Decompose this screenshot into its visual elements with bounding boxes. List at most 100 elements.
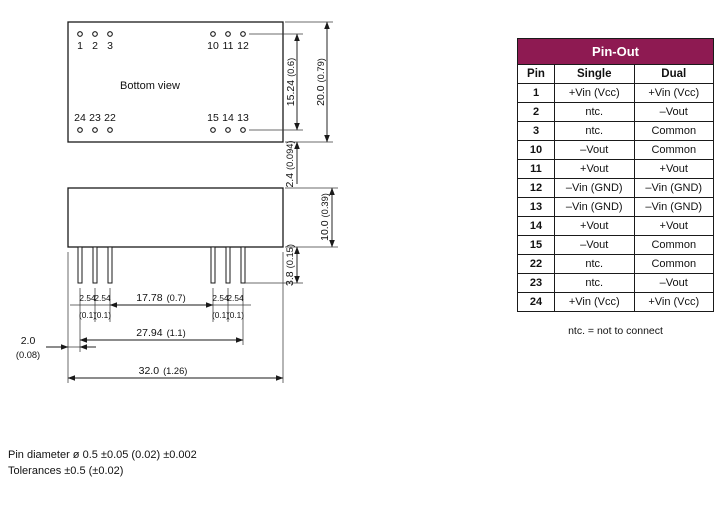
pin-number: 23 [89, 112, 101, 124]
pin-number: 14 [222, 112, 234, 124]
pin-lead [77, 246, 83, 284]
pinout-cell: +Vin (Vcc) [633, 83, 714, 103]
dim-in: (1.1) [167, 328, 186, 338]
pin-circle [210, 127, 216, 133]
pin-circle [92, 127, 98, 133]
dim-pin-length: 3.8 (0.15) [284, 244, 296, 286]
pin-circle [225, 31, 231, 37]
dim-in: (1.26) [163, 366, 187, 376]
pinout-cell: –Vout [554, 235, 635, 255]
pin-number: 24 [74, 112, 86, 124]
pinout-title: Pin-Out [517, 38, 714, 64]
pin-number: 13 [237, 112, 249, 124]
dim-pitch-mm: 2.54 [227, 293, 244, 303]
pinout-cell: Common [633, 254, 714, 274]
pin-lead [225, 246, 231, 284]
dim-pitch-in: (0.1) [212, 310, 229, 320]
pin-number: 15 [207, 112, 219, 124]
pinout-col-dual: Dual [633, 64, 714, 84]
package-drawing: 1 2 3 10 11 12 24 23 22 15 14 13 Bottom … [16, 21, 338, 383]
pinout-cell: 15 [517, 235, 555, 255]
pinout-cell: ntc. [554, 102, 635, 122]
pin-circle [77, 31, 83, 37]
dim-body-depth: 20.0(0.79) [315, 58, 327, 106]
dimension-labels: 15.24(0.6) 20.0(0.79) 2.4(0.094) 10.0(0.… [16, 58, 331, 377]
pinout-col-pin: Pin [517, 64, 555, 84]
pin-circle [210, 31, 216, 37]
pin-number: 12 [237, 40, 249, 52]
dim-in: (0.15) [285, 244, 295, 268]
dim-pitch-mm: 2.54 [212, 293, 229, 303]
drawing-notes: Pin diameter ø 0.5 ±0.05 (0.02) ±0.002 T… [8, 447, 197, 479]
pin-circle [77, 127, 83, 133]
pinout-row: 11+Vout+Vout [517, 159, 714, 179]
pinout-cell: 22 [517, 254, 555, 274]
pin-circle [107, 31, 113, 37]
pin-circle [240, 127, 246, 133]
dim-pitch-in: (0.1) [94, 310, 111, 320]
bottom-view-label: Bottom view [120, 80, 180, 92]
dim-pitch-in: (0.1) [227, 310, 244, 320]
pinout-cell: Common [633, 140, 714, 160]
pinout-cell: 3 [517, 121, 555, 141]
dimension-lines [46, 21, 335, 381]
pinout-cell: +Vout [554, 216, 635, 236]
bottom-view-outline [67, 21, 284, 143]
pinout-row: 13–Vin (GND)–Vin (GND) [517, 197, 714, 217]
pinout-cell: 11 [517, 159, 555, 179]
pin-circle [107, 127, 113, 133]
pinout-cell: +Vin (Vcc) [554, 83, 635, 103]
pinout-cell: +Vin (Vcc) [554, 292, 635, 312]
dim-outer-pin-span: 27.94 (1.1) [136, 327, 185, 339]
dim-pitch-mm: 2.54 [94, 293, 111, 303]
pinout-cell: +Vout [554, 159, 635, 179]
pinout-cell: 24 [517, 292, 555, 312]
pinout-cell: ntc. [554, 273, 635, 293]
dim-body-width: 32.0(1.26) [139, 365, 188, 377]
dim-mm: 3.8 [284, 271, 296, 286]
pinout-cell: 23 [517, 273, 555, 293]
pinout-cell: –Vin (GND) [554, 178, 635, 198]
pinout-cell: +Vout [633, 159, 714, 179]
dim-mm: 32.0 [139, 365, 160, 377]
pinout-cell: Common [633, 121, 714, 141]
pinout-row: 24+Vin (Vcc)+Vin (Vcc) [517, 292, 714, 312]
pinout-cell: 12 [517, 178, 555, 198]
dim-in: (0.6) [286, 58, 296, 77]
pin-circle [92, 31, 98, 37]
dim-mm: 27.94 [136, 327, 162, 339]
side-view-outline [67, 187, 284, 248]
pinout-cell: 14 [517, 216, 555, 236]
pinout-panel: Pin-Out Pin Single Dual 1+Vin (Vcc)+Vin … [517, 38, 714, 337]
dim-pin-row-span: 15.24(0.6) [285, 58, 297, 106]
pinout-cell: +Vin (Vcc) [633, 292, 714, 312]
pin-number: 1 [77, 40, 83, 52]
pin-number: 2 [92, 40, 98, 52]
pinout-cell: –Vout [633, 102, 714, 122]
pinout-cell: –Vin (GND) [633, 197, 714, 217]
bottom-view: 1 2 3 10 11 12 24 23 22 15 14 13 Bottom … [67, 21, 284, 143]
pinout-col-single: Single [554, 64, 635, 84]
pinout-cell: –Vout [633, 273, 714, 293]
pinout-cell: Common [633, 235, 714, 255]
dim-in: (0.7) [167, 293, 186, 303]
dim-inner-pin-span: 17.78(0.7) [136, 292, 185, 304]
pinout-cell: +Vout [633, 216, 714, 236]
pin-lead [240, 246, 246, 284]
pinout-cell: 10 [517, 140, 555, 160]
pin-circle [240, 31, 246, 37]
dim-in: (0.79) [316, 58, 326, 82]
note-tolerances: Tolerances ±0.5 (±0.02) [8, 465, 124, 477]
dim-body-height: 10.0(0.39) [319, 193, 331, 241]
pinout-cell: –Vin (GND) [633, 178, 714, 198]
pin-number: 11 [223, 40, 234, 52]
pin-number: 10 [207, 40, 219, 52]
dim-mm: 2.4 [284, 173, 296, 188]
pinout-cell: 13 [517, 197, 555, 217]
pinout-header-row: Pin Single Dual [517, 64, 714, 84]
